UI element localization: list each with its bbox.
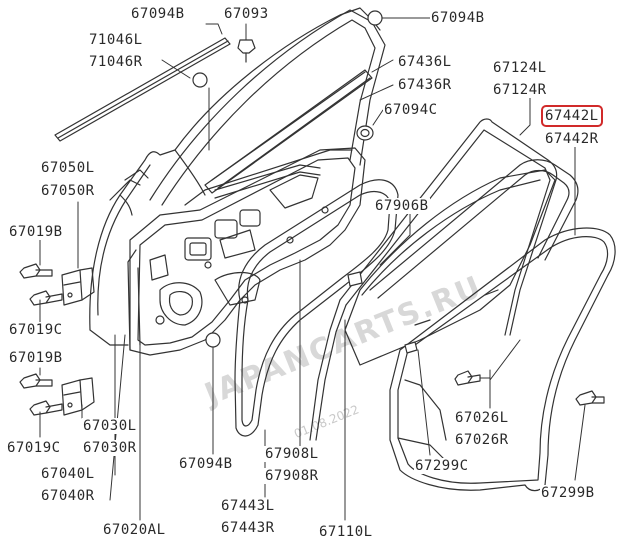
label-67030R[interactable]: 67030R	[82, 440, 138, 456]
label-67020AL[interactable]: 67020AL	[102, 522, 167, 538]
plug-67094B-bottom	[205, 332, 221, 348]
label-67040R[interactable]: 67040R	[40, 488, 96, 504]
bolt-67026	[454, 370, 481, 386]
label-67908L[interactable]: 67908L	[264, 446, 320, 462]
label-67443R[interactable]: 67443R	[220, 520, 276, 536]
door-hinge-upper	[61, 267, 95, 306]
label-67050L[interactable]: 67050L	[40, 160, 96, 176]
bolt-67019B-upper	[19, 263, 53, 279]
window-sash	[149, 9, 386, 206]
label-67019C-lower[interactable]: 67019C	[6, 440, 62, 456]
label-67124R[interactable]: 67124R	[492, 82, 548, 98]
label-67026R[interactable]: 67026R	[454, 432, 510, 448]
clip-67299C	[404, 341, 418, 354]
door-molding	[54, 37, 231, 142]
label-67906B[interactable]: 67906B	[374, 198, 430, 214]
label-67093[interactable]: 67093	[223, 6, 270, 22]
label-67094B-bottom[interactable]: 67094B	[178, 456, 234, 472]
bolt-67019B-lower	[19, 373, 53, 389]
label-67019C-upper[interactable]: 67019C	[8, 322, 64, 338]
label-67050R[interactable]: 67050R	[40, 183, 96, 199]
leader-lines	[39, 17, 586, 521]
plug-67094C	[356, 125, 374, 141]
label-67026L[interactable]: 67026L	[454, 410, 510, 426]
rear-glass-run-weatherstrip	[369, 159, 579, 299]
door-hinge-lower	[61, 377, 95, 416]
label-67030L[interactable]: 67030L	[82, 418, 138, 434]
label-67442L-highlighted[interactable]: 67442L	[541, 105, 603, 127]
bolt-67019C-upper	[29, 290, 63, 306]
label-67019B-upper[interactable]: 67019B	[8, 224, 64, 240]
door-glass	[344, 169, 556, 366]
door-inner-panel	[127, 147, 366, 356]
label-67299C[interactable]: 67299C	[414, 458, 470, 474]
label-67443L[interactable]: 67443L	[220, 498, 276, 514]
label-67436L[interactable]: 67436L	[397, 54, 453, 70]
label-67110L[interactable]: 67110L	[318, 524, 374, 540]
bolt-67019C-lower	[29, 400, 63, 416]
clip-67906B	[347, 271, 363, 287]
door-outer-panel	[89, 7, 381, 346]
belt-weatherstrip	[204, 69, 373, 194]
plug-67094B-mid	[192, 72, 208, 88]
label-67094B-right[interactable]: 67094B	[430, 10, 486, 26]
label-67442R[interactable]: 67442R	[544, 131, 600, 147]
label-67019B-lower[interactable]: 67019B	[8, 350, 64, 366]
label-67436R[interactable]: 67436R	[397, 77, 453, 93]
label-67040L[interactable]: 67040L	[40, 466, 96, 482]
bolt-67299B	[575, 390, 605, 406]
plug-67094B-top	[367, 10, 383, 26]
label-71046R[interactable]: 71046R	[88, 54, 144, 70]
glass-run-channel	[309, 118, 558, 441]
label-67124L[interactable]: 67124L	[492, 60, 548, 76]
screw-67093	[237, 39, 256, 63]
front-door-weatherstrip	[389, 227, 616, 492]
label-71046L[interactable]: 71046L	[88, 32, 144, 48]
label-67094B-top[interactable]: 67094B	[130, 6, 186, 22]
label-67299B[interactable]: 67299B	[540, 485, 596, 501]
label-67094C[interactable]: 67094C	[383, 102, 439, 118]
label-67908R[interactable]: 67908R	[264, 468, 320, 484]
